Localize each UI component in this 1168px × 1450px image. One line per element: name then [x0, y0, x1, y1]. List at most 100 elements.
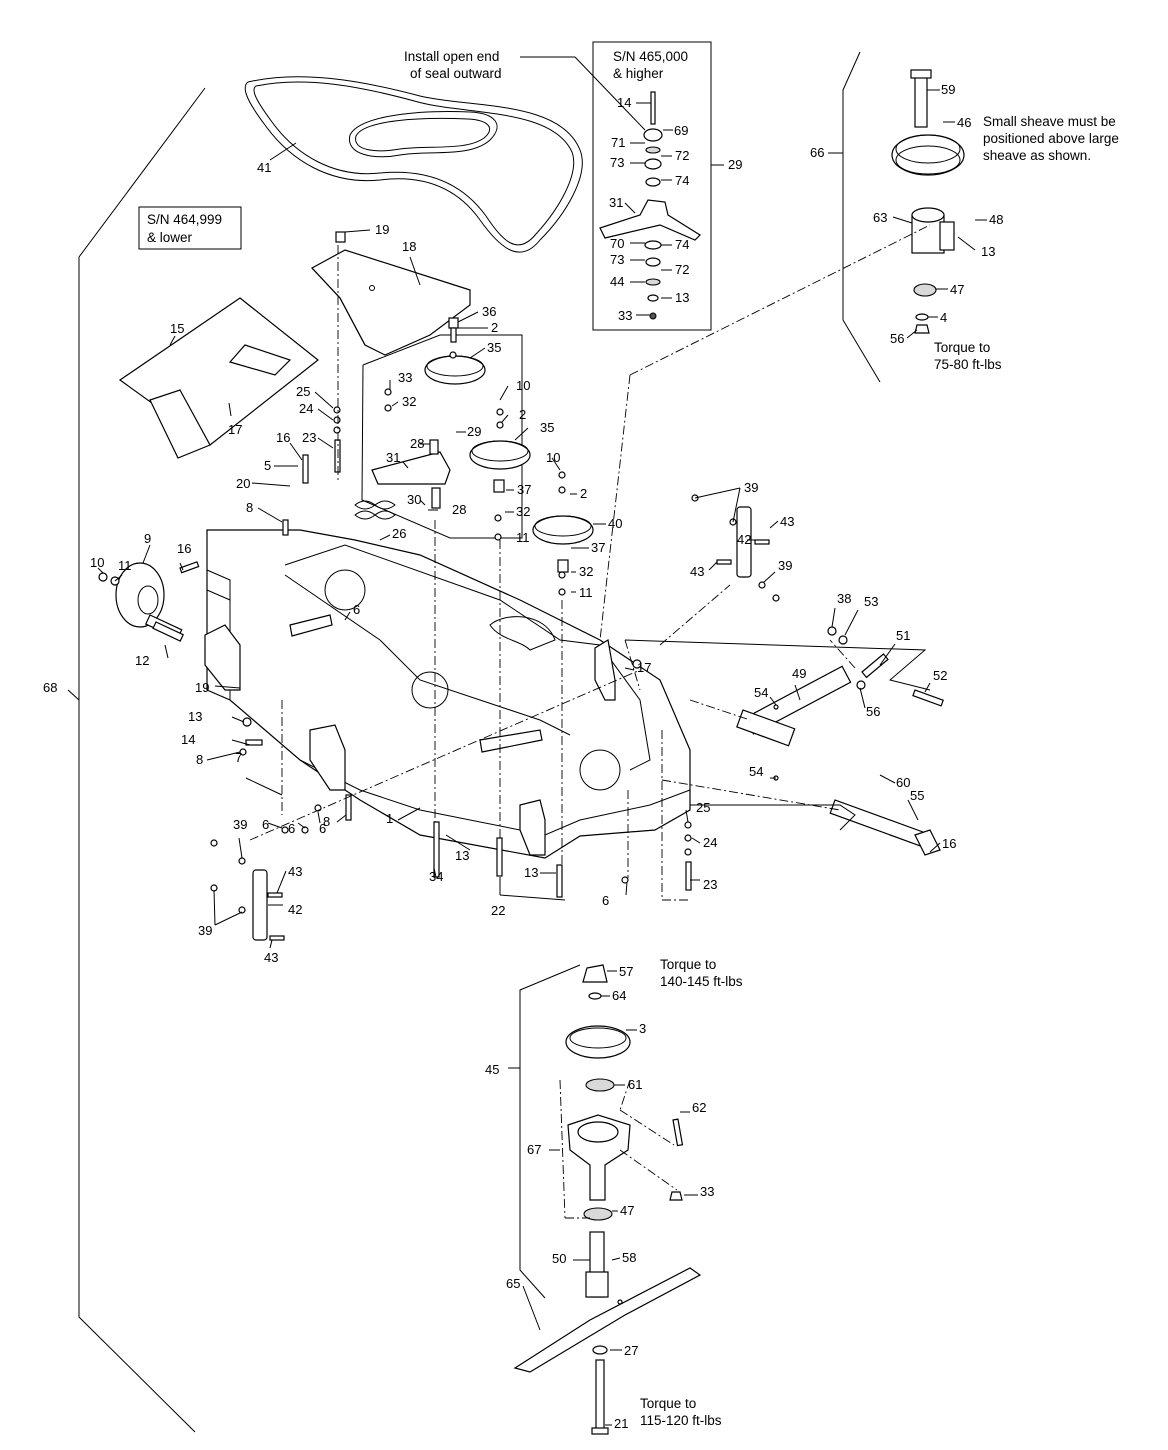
callout-64: 64	[612, 988, 626, 1003]
bolt-62	[672, 1118, 684, 1147]
note-sheave-line2: positioned above large	[983, 131, 1119, 146]
callout-19: 19	[375, 222, 389, 237]
note-torque-75-line2: 75-80 ft-lbs	[934, 357, 1002, 372]
callout-24: 24	[703, 835, 717, 850]
callout-13: 13	[188, 709, 202, 724]
callout-39: 39	[778, 558, 792, 573]
callout-35: 35	[487, 340, 501, 355]
callout-37: 37	[517, 482, 531, 497]
callout-24: 24	[299, 401, 313, 416]
callout-17: 17	[637, 660, 651, 675]
pulley-40	[532, 515, 594, 545]
bracket-45	[519, 964, 581, 1299]
hanger-bracket-right	[594, 639, 616, 701]
note-sn-high-line2: & higher	[613, 66, 664, 81]
callout-52: 52	[933, 668, 947, 683]
callout-39: 39	[198, 923, 212, 938]
gauge-wheel-9	[115, 562, 183, 640]
callout-2: 2	[491, 320, 498, 335]
callout-22: 22	[491, 903, 505, 918]
callout-31: 31	[386, 450, 400, 465]
sn-low-label-box	[138, 206, 242, 250]
callout-54: 54	[749, 764, 763, 779]
callout-25: 25	[696, 800, 710, 815]
callout-74: 74	[675, 173, 689, 188]
callout-16: 16	[177, 541, 191, 556]
callout-13: 13	[455, 848, 469, 863]
callout-50: 50	[552, 1251, 566, 1266]
callout-32: 32	[579, 564, 593, 579]
callout-19: 19	[195, 680, 209, 695]
callout-6: 6	[262, 817, 269, 832]
note-sn-high-line1: S/N 465,000	[613, 49, 688, 64]
callout-6: 6	[602, 893, 609, 908]
bolt-14-top	[650, 91, 656, 125]
callout-45: 45	[485, 1062, 499, 1077]
assembly-lines	[249, 224, 931, 1219]
callout-65: 65	[506, 1276, 520, 1291]
link-42-left	[252, 869, 268, 941]
callout-59: 59	[941, 82, 955, 97]
callout-28: 28	[452, 502, 466, 517]
callout-13: 13	[675, 290, 689, 305]
note-torque-115-line1: Torque to	[640, 1396, 696, 1411]
callout-20: 20	[236, 476, 250, 491]
spring-30	[354, 500, 396, 520]
callout-63: 63	[873, 210, 887, 225]
callout-60: 60	[896, 775, 910, 790]
callout-3: 3	[639, 1021, 646, 1036]
callout-72: 72	[675, 148, 689, 163]
callout-13: 13	[981, 244, 995, 259]
callout-27: 27	[624, 1343, 638, 1358]
callout-14: 14	[617, 95, 631, 110]
callout-16: 16	[942, 836, 956, 851]
callout-69: 69	[674, 123, 688, 138]
callout-6: 6	[319, 821, 326, 836]
link-42-right	[736, 506, 752, 578]
callout-2: 2	[519, 407, 526, 422]
callout-40: 40	[608, 516, 622, 531]
rod-55	[829, 799, 930, 849]
callout-8: 8	[323, 814, 330, 829]
callout-28: 28	[410, 436, 424, 451]
pulley-3	[565, 1025, 631, 1059]
callout-46: 46	[957, 115, 971, 130]
callout-11: 11	[579, 585, 593, 600]
note-seal-line1: Install open end	[404, 49, 499, 64]
callout-14: 14	[181, 732, 195, 747]
callout-57: 57	[619, 964, 633, 979]
callout-47: 47	[620, 1203, 634, 1218]
pulley-cover-18	[311, 249, 471, 356]
callout-61: 61	[628, 1077, 642, 1092]
callout-39: 39	[744, 480, 758, 495]
callout-42: 42	[288, 902, 302, 917]
callout-21: 21	[614, 1416, 628, 1431]
callout-66: 66	[810, 145, 824, 160]
spacer-37-a	[493, 479, 505, 493]
callout-32: 32	[402, 394, 416, 409]
callout-73: 73	[610, 252, 624, 267]
callout-33: 33	[398, 370, 412, 385]
callout-43: 43	[690, 564, 704, 579]
mower-deck-1	[206, 529, 691, 859]
bearing-61	[585, 1078, 615, 1092]
callout-17: 17	[228, 422, 242, 437]
callout-43: 43	[264, 950, 278, 965]
pulley-35-mid	[469, 440, 531, 470]
callout-47: 47	[950, 282, 964, 297]
callout-74: 74	[675, 237, 689, 252]
note-sheave-line3: sheave as shown.	[983, 148, 1091, 163]
callout-34: 34	[429, 869, 443, 884]
callout-41: 41	[257, 160, 271, 175]
hanger-bracket-rear-left	[309, 724, 346, 791]
idler-arm-29-low	[371, 451, 451, 485]
bearing-47-bottom	[583, 1207, 613, 1221]
note-sn-low-line1: S/N 464,999	[147, 212, 222, 227]
callout-30: 30	[407, 492, 421, 507]
washer-27	[592, 1345, 608, 1355]
callout-70: 70	[610, 236, 624, 251]
callout-71: 71	[611, 135, 625, 150]
blade-65	[513, 1267, 702, 1373]
callout-68: 68	[43, 680, 57, 695]
spacer-37-b	[557, 559, 569, 573]
